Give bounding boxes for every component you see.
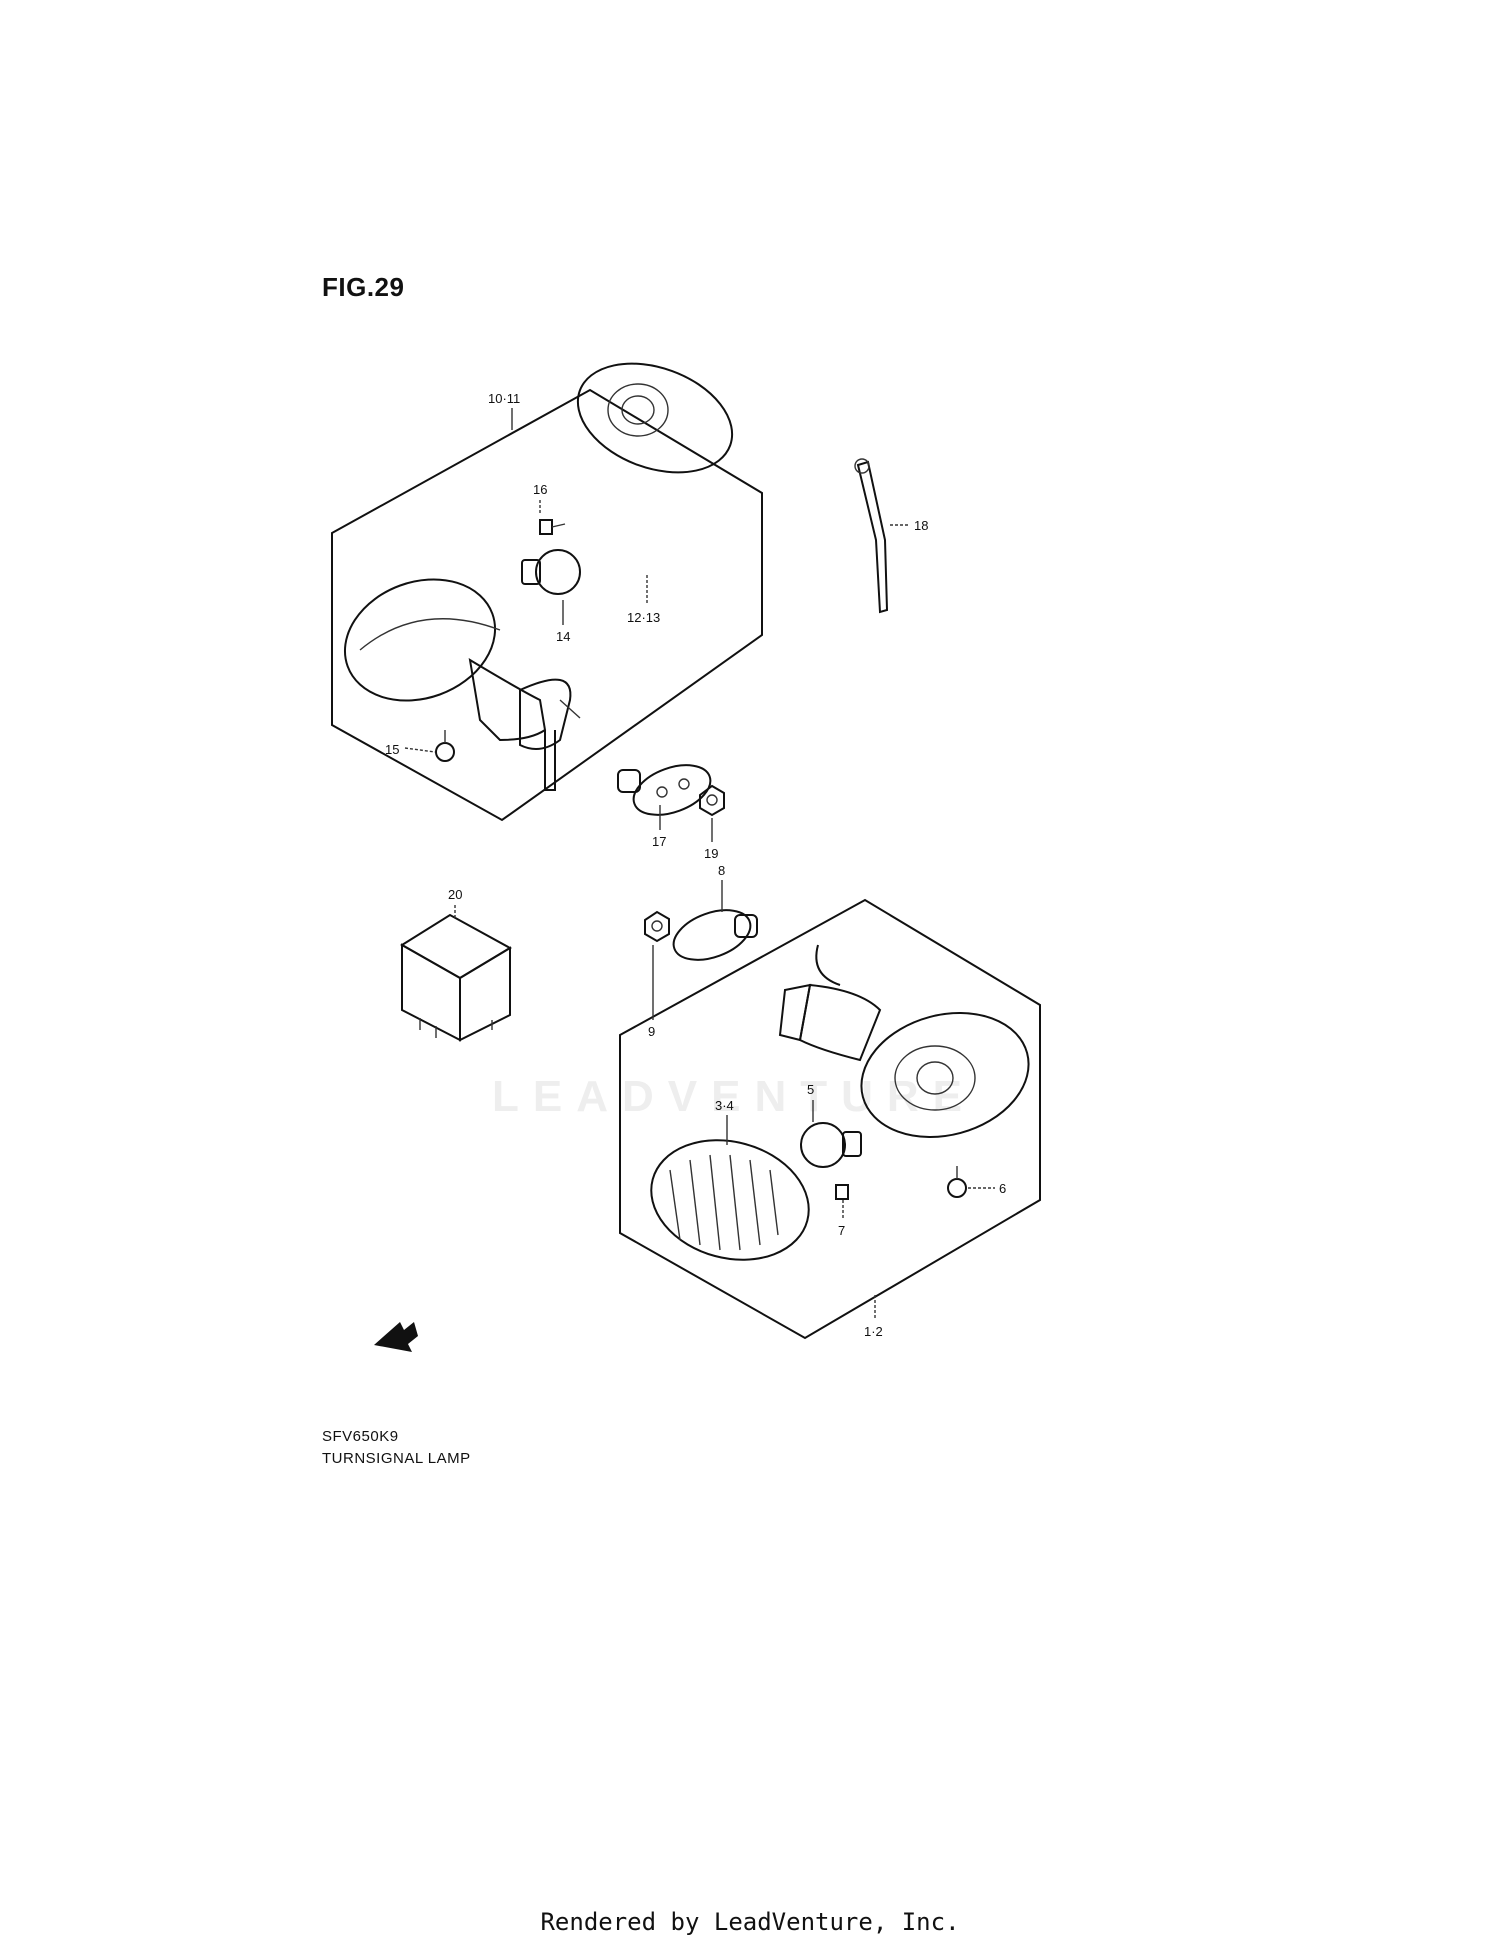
screw-15 — [435, 730, 455, 762]
gasket-8 — [672, 909, 758, 961]
callout-7: 7 — [838, 1223, 845, 1238]
upper-assembly-outline — [331, 388, 763, 822]
upper-lens — [576, 362, 734, 474]
model-code: SFV650K9 — [322, 1428, 399, 1445]
lower-bulb — [800, 1122, 862, 1168]
nut-19 — [699, 784, 725, 817]
callout-6: 6 — [999, 1181, 1006, 1196]
screw-16 — [539, 519, 566, 535]
callout-9: 9 — [648, 1024, 655, 1039]
front-arrow-icon — [374, 1322, 418, 1352]
upper-bulb — [521, 549, 581, 595]
gasket-17 — [617, 764, 712, 816]
callout-10-11: 10·11 — [488, 391, 520, 406]
callout-17: 17 — [652, 834, 666, 849]
upper-lamp-housing — [343, 578, 581, 791]
lower-lamp-housing — [778, 944, 1030, 1138]
callout-12-13: 12·13 — [627, 610, 660, 625]
callout-14: 14 — [556, 629, 570, 644]
lower-lens — [650, 1139, 810, 1261]
footer-credit: Rendered by LeadVenture, Inc. — [540, 1908, 960, 1936]
callout-3-4: 3·4 — [715, 1098, 734, 1113]
section-name: TURNSIGNAL LAMP — [322, 1450, 471, 1467]
cable-tie-18 — [854, 458, 889, 614]
callout-19: 19 — [704, 846, 718, 861]
callout-20: 20 — [448, 887, 462, 902]
callout-5: 5 — [807, 1082, 814, 1097]
leader-lines — [404, 408, 995, 1318]
nut-9 — [644, 910, 670, 943]
screw-7 — [835, 1184, 849, 1200]
callout-16: 16 — [533, 482, 547, 497]
callout-15: 15 — [385, 742, 399, 757]
figure-title: FIG.29 — [322, 272, 405, 302]
callout-18: 18 — [914, 518, 928, 533]
callout-1-2: 1·2 — [864, 1324, 883, 1339]
lower-assembly-outline — [619, 898, 1041, 1340]
relay-20 — [400, 913, 513, 1042]
screw-6 — [947, 1166, 967, 1198]
watermark: LEADVENTURE — [492, 1072, 977, 1121]
callout-8: 8 — [718, 863, 725, 878]
